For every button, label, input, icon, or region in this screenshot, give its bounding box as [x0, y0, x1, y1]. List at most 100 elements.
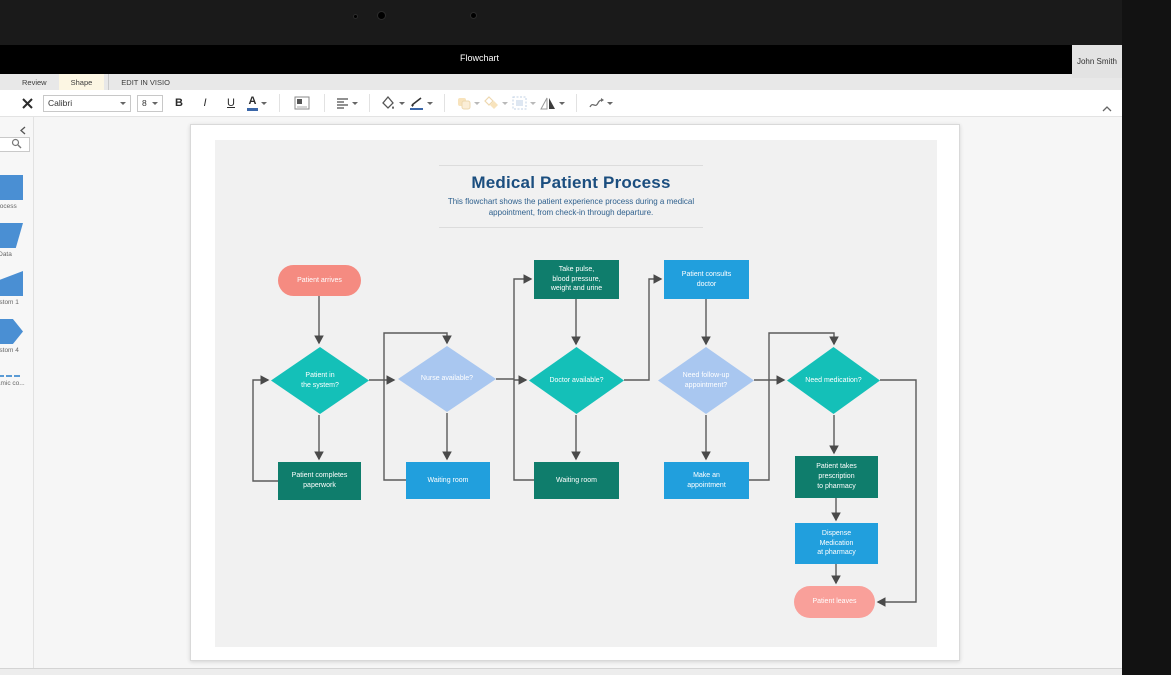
node-waiting-room-2[interactable]: Waiting room [534, 462, 619, 499]
diagram-title: Medical Patient Process [471, 173, 671, 192]
shape-label: Process [0, 203, 17, 210]
node-make-appointment[interactable]: Make an appointment [664, 462, 749, 499]
sidebar-shape-custom-4[interactable]: Custom 4 [0, 319, 33, 354]
sensor-dot-icon [354, 15, 357, 18]
text-align-button[interactable] [336, 92, 358, 114]
node-label: Dispense Medication at pharmacy [817, 529, 856, 557]
shape-label: Custom 1 [0, 299, 19, 306]
status-bar [0, 668, 1122, 675]
connector-type-button[interactable] [588, 92, 613, 114]
node-label: Doctor available? [549, 376, 604, 384]
connector-waiting-room-1-to-nurse-available[interactable] [383, 332, 452, 481]
node-prescription[interactable]: Patient takes prescription to pharmacy [795, 456, 878, 498]
combine-shapes-button[interactable] [484, 92, 508, 114]
node-label: Need medication? [805, 376, 862, 384]
node-label: Need follow-up appointment? [682, 371, 730, 389]
font-size-value: 8 [142, 98, 147, 108]
toolbar-separator [444, 94, 445, 112]
chevron-down-icon [427, 101, 433, 105]
page[interactable]: Medical Patient Process This flowchart s… [190, 124, 960, 661]
chevron-down-icon [152, 101, 158, 105]
node-label: Waiting room [427, 476, 469, 484]
collapse-panel-icon[interactable] [19, 122, 26, 140]
shape-line-button[interactable] [409, 92, 433, 114]
node-label: Nurse available? [420, 375, 474, 383]
diagram-title-block: Medical Patient Process This flowchart s… [439, 165, 703, 229]
sidebar-shape-dynamic-connector[interactable]: Dynamic co... [0, 367, 33, 387]
webcam-icon [378, 12, 385, 19]
shape-label: Custom 4 [0, 347, 19, 354]
text-block-button[interactable] [291, 92, 313, 114]
shape-fill-button[interactable] [381, 92, 405, 114]
monitor-bezel-top [0, 0, 1171, 45]
font-color-icon: A [247, 95, 258, 111]
node-label: Patient completes paperwork [291, 472, 348, 489]
underline-button[interactable]: U [227, 97, 235, 109]
sidebar-shape-custom-1[interactable]: Custom 1 [0, 271, 33, 306]
sensor-dot-icon [471, 13, 476, 18]
drawing-canvas[interactable]: Medical Patient Process This flowchart s… [34, 117, 1122, 668]
toolbar-separator [369, 94, 370, 112]
node-take-pulse[interactable]: Take pulse, blood pressure, weight and u… [534, 260, 619, 299]
italic-button[interactable]: I [203, 97, 207, 109]
node-label: Take pulse, blood pressure, weight and u… [550, 265, 603, 293]
connector-nurse-available-to-take-pulse[interactable] [496, 274, 533, 380]
node-label: Waiting room [556, 476, 597, 484]
sidebar-shape-process[interactable]: Process [0, 175, 33, 210]
flip-shape-button[interactable] [540, 92, 565, 114]
node-consults-doctor[interactable]: Patient consults doctor [664, 260, 749, 299]
user-account-button[interactable]: John Smith [1072, 45, 1122, 78]
diagram-subtitle: This flowchart shows the patient experie… [447, 197, 695, 218]
node-patient-arrives[interactable]: Patient arrives [278, 265, 361, 296]
node-label: Patient consults doctor [681, 270, 732, 288]
node-paperwork[interactable]: Patient completes paperwork [278, 462, 361, 500]
shape-label: Dynamic co... [0, 380, 25, 387]
font-color-button[interactable]: A [246, 92, 268, 114]
chevron-down-icon [261, 101, 267, 105]
search-input[interactable] [0, 138, 11, 151]
arrange-shapes-button[interactable] [512, 92, 536, 114]
connector-waiting-room-2-to-doctor-available[interactable] [513, 375, 534, 481]
connector-layer [252, 274, 917, 607]
ribbon-tab-bar: Review Shape EDIT IN VISIO [0, 74, 1122, 90]
node-label: Patient leaves [812, 598, 857, 606]
dynamic-connector-shape-icon [0, 367, 20, 377]
data-shape-icon [0, 223, 23, 248]
sidebar-shape-data[interactable]: Data [0, 223, 33, 258]
app-window: Flowchart John Smith Review Shape EDIT I… [0, 45, 1122, 675]
node-patient-leaves[interactable]: Patient leaves [794, 586, 875, 618]
tab-edit-in-visio[interactable]: EDIT IN VISIO [108, 74, 182, 90]
font-size-select[interactable]: 8 [137, 94, 163, 112]
font-family-select[interactable]: Calibri [43, 94, 131, 112]
title-bar: Flowchart John Smith [0, 45, 1122, 78]
chevron-down-icon [399, 101, 405, 105]
shape-search-box[interactable] [0, 137, 30, 152]
connector-need-medication-to-patient-leaves[interactable] [876, 379, 917, 607]
shapes-panel: ProcessDataCustom 1 Custom 4 Dynamic co... [0, 117, 34, 668]
node-dispense[interactable]: Dispense Medication at pharmacy [795, 523, 878, 564]
tab-shape[interactable]: Shape [58, 74, 105, 90]
connector-doctor-available-to-consults-doctor[interactable] [624, 274, 663, 381]
tab-review[interactable]: Review [22, 77, 47, 87]
node-waiting-room-1[interactable]: Waiting room [406, 462, 490, 499]
node-label: Patient takes prescription to pharmacy [816, 463, 857, 490]
close-x-icon[interactable] [16, 92, 38, 114]
node-label: Make an appointment [687, 471, 726, 489]
chevron-down-icon [530, 101, 536, 105]
chevron-down-icon [559, 101, 565, 105]
custom-4-shape-icon [0, 319, 23, 344]
chevron-down-icon [352, 101, 358, 105]
process-shape-icon [0, 175, 23, 200]
monitor-bezel-right [1122, 0, 1171, 675]
connector-make-appointment-to-need-medication[interactable] [749, 332, 839, 481]
workspace: ProcessDataCustom 1 Custom 4 Dynamic co...… [0, 117, 1122, 668]
collapse-ribbon-button[interactable] [1102, 99, 1112, 117]
connector-paperwork-to-patient-in-system[interactable] [252, 375, 278, 482]
shape-label: Data [0, 251, 12, 258]
duplicate-shape-button[interactable] [456, 92, 480, 114]
chevron-down-icon [607, 101, 613, 105]
chevron-down-icon [120, 101, 126, 105]
bold-button[interactable]: B [175, 97, 183, 109]
toolbar-separator [279, 94, 280, 112]
custom-1-shape-icon [0, 271, 23, 296]
